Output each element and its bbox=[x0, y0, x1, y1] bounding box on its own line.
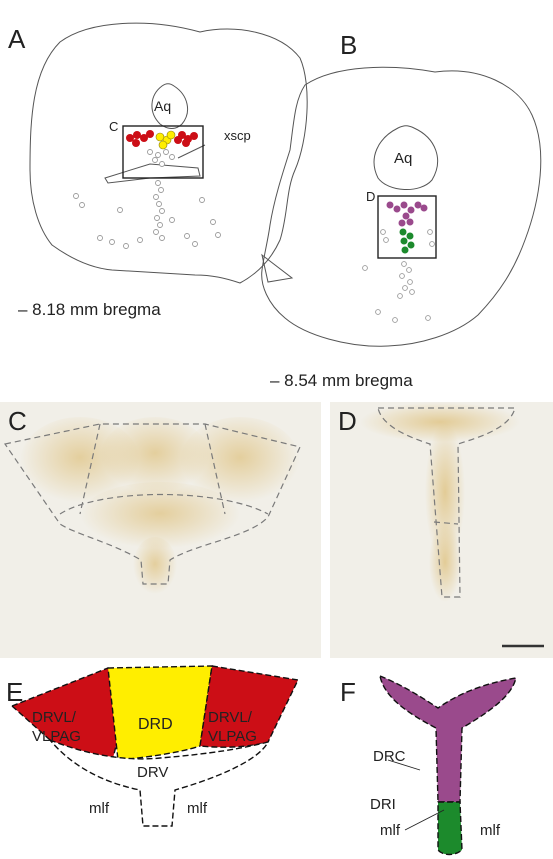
label-mlf-f-right: mlf bbox=[480, 822, 500, 839]
label-mlf-f-left: mlf bbox=[380, 822, 400, 839]
label-drd: DRD bbox=[138, 716, 173, 734]
label-drvl-right: DRVL/ VLPAG bbox=[208, 708, 257, 746]
panel-letter-f: F bbox=[340, 677, 356, 708]
xscp-outline bbox=[105, 164, 200, 183]
aq-label-a: Aq bbox=[154, 98, 171, 114]
section-b-notch bbox=[262, 255, 292, 282]
panel-letter-d: D bbox=[338, 406, 357, 437]
region-drd bbox=[108, 666, 212, 760]
region-drv bbox=[50, 740, 268, 826]
label-drvl-left: DRVL/ VLPAG bbox=[32, 708, 81, 746]
xscp-label: xscp bbox=[224, 128, 251, 143]
box-label-c: C bbox=[109, 119, 118, 134]
micrograph-d: D bbox=[330, 402, 553, 658]
label-mlf-e-left: mlf bbox=[89, 800, 109, 817]
label-drc: DRC bbox=[373, 748, 406, 765]
marker-cluster-purple-b bbox=[387, 202, 428, 227]
aq-label-b: Aq bbox=[394, 150, 412, 167]
micrograph-c: C bbox=[0, 402, 321, 658]
coronal-sections-schematic bbox=[0, 0, 553, 400]
marker-cluster-yellow-a bbox=[156, 131, 175, 149]
bregma-label-a: – 8.18 mm bregma bbox=[18, 300, 161, 320]
marker-cluster-gray-b bbox=[363, 230, 435, 323]
label-mlf-e-right: mlf bbox=[187, 800, 207, 817]
label-drv: DRV bbox=[137, 764, 168, 781]
label-dri: DRI bbox=[370, 796, 396, 813]
panel-letter-c: C bbox=[8, 406, 27, 437]
marker-cluster-gray-a bbox=[74, 150, 221, 249]
bregma-label-b: – 8.54 mm bregma bbox=[270, 371, 413, 391]
marker-cluster-green-b bbox=[400, 229, 415, 254]
panel-letter-e: E bbox=[6, 677, 23, 708]
region-drc bbox=[380, 676, 516, 802]
region-dri bbox=[438, 802, 462, 855]
box-label-d: D bbox=[366, 189, 375, 204]
